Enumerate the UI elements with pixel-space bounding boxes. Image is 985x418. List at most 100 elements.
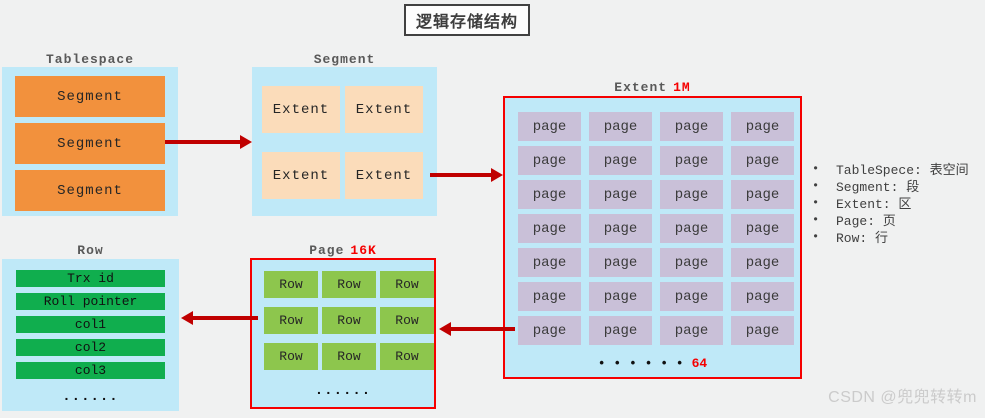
arrow-head-icon (439, 322, 451, 336)
page-label-text: Page (309, 243, 345, 258)
extent-footer: • • • • • • 64 (505, 356, 800, 371)
legend-item: • Page: 页 (812, 211, 969, 230)
arrow-head-icon (491, 168, 503, 182)
extent-page-count: 64 (691, 356, 708, 371)
extent-ellipsis: • • • • • • (597, 356, 684, 371)
page-cell: page (518, 146, 581, 175)
row-cell: Row (322, 343, 376, 370)
page-cell: page (589, 112, 652, 141)
page-size-badge: 16K (350, 243, 377, 258)
bullet-icon: • (812, 195, 820, 210)
watermark: CSDN @兜兜转转m (828, 389, 977, 406)
segment-box: Segment (15, 123, 165, 164)
page-cell: page (731, 180, 794, 209)
row-cell: Row (322, 271, 376, 298)
row-container: Trx id Roll pointer col1 col2 col3 ...... (2, 259, 179, 411)
legend-item: • Row: 行 (812, 228, 969, 247)
bullet-icon: • (812, 229, 820, 244)
page-cell: page (731, 214, 794, 243)
legend-item-text: Extent: 区 (836, 197, 912, 212)
page-cell: page (589, 180, 652, 209)
row-field: Roll pointer (16, 293, 165, 310)
page-cell: page (518, 112, 581, 141)
page-label: Page 16K (250, 243, 436, 258)
row-cell: Row (380, 271, 434, 298)
row-field-stack: Trx id Roll pointer col1 col2 col3 (16, 270, 165, 379)
diagram-title: 逻辑存储结构 (404, 4, 530, 36)
row-field: col3 (16, 362, 165, 379)
bullet-icon: • (812, 178, 820, 193)
arrow-page-to-row (181, 311, 258, 325)
arrow-shaft (192, 316, 258, 320)
row-cell: Row (380, 343, 434, 370)
page-cell: page (731, 282, 794, 311)
page-cell: page (731, 316, 794, 345)
page-cell: page (589, 316, 652, 345)
row-cell: Row (264, 271, 318, 298)
arrow-shaft (450, 327, 515, 331)
extent-label-text: Extent (614, 80, 668, 95)
segment-label: Segment (313, 52, 376, 67)
bullet-icon: • (812, 212, 820, 227)
segment-box: Segment (15, 170, 165, 211)
page-cell: page (660, 180, 723, 209)
arrow-shaft (430, 173, 492, 177)
legend-item: • TableSpece: 表空间 (812, 160, 969, 179)
legend-item-text: TableSpece: 表空间 (836, 163, 969, 178)
legend-list: • TableSpece: 表空间 • Segment: 段 • Extent: 区 • Pa… (812, 160, 969, 247)
segment-box: Segment (15, 76, 165, 117)
row-field: col2 (16, 339, 165, 356)
page-cell: page (660, 316, 723, 345)
arrow-head-icon (240, 135, 252, 149)
page-grid-4x7: page page page page page page page page page page… (518, 112, 794, 345)
extent-box: Extent (345, 86, 423, 133)
page-cell: page (518, 316, 581, 345)
page-cell: page (660, 214, 723, 243)
page-cell: page (731, 112, 794, 141)
row-ellipsis: ...... (62, 389, 119, 405)
page-cell: page (660, 112, 723, 141)
page-ellipsis: ...... (314, 383, 372, 399)
row-label: Row (77, 243, 104, 258)
page-cell: page (589, 214, 652, 243)
page-cell: page (660, 282, 723, 311)
row-cell: Row (380, 307, 434, 334)
extent-container: page page page page page page page page page page… (503, 96, 802, 379)
row-cell: Row (322, 307, 376, 334)
arrow-tablespace-to-segment (165, 135, 252, 149)
page-cell: page (731, 146, 794, 175)
legend-item-text: Row: 行 (836, 231, 889, 246)
extent-box: Extent (262, 86, 340, 133)
extent-box: Extent (345, 152, 423, 199)
arrow-segment-to-extent (430, 168, 503, 182)
row-field: Trx id (16, 270, 165, 287)
bullet-icon: • (812, 161, 820, 176)
page-cell: page (518, 180, 581, 209)
extent-box: Extent (262, 152, 340, 199)
row-cell: Row (264, 307, 318, 334)
arrow-shaft (165, 140, 241, 144)
tablespace-label: Tablespace (45, 52, 134, 67)
arrow-extent-to-page (439, 322, 515, 336)
diagram-title-text: 逻辑存储结构 (415, 14, 518, 31)
page-cell: page (518, 248, 581, 277)
page-cell: page (589, 282, 652, 311)
row-cell: Row (264, 343, 318, 370)
legend-item: • Segment: 段 (812, 177, 969, 196)
page-cell: page (731, 248, 794, 277)
row-field: col1 (16, 316, 165, 333)
legend-item-text: Page: 页 (836, 214, 896, 229)
page-cell: page (589, 248, 652, 277)
arrow-head-icon (181, 311, 193, 325)
legend-item: • Extent: 区 (812, 194, 969, 213)
legend-item-text: Segment: 段 (836, 180, 920, 195)
extent-size-badge: 1M (673, 80, 691, 95)
page-cell: page (518, 214, 581, 243)
